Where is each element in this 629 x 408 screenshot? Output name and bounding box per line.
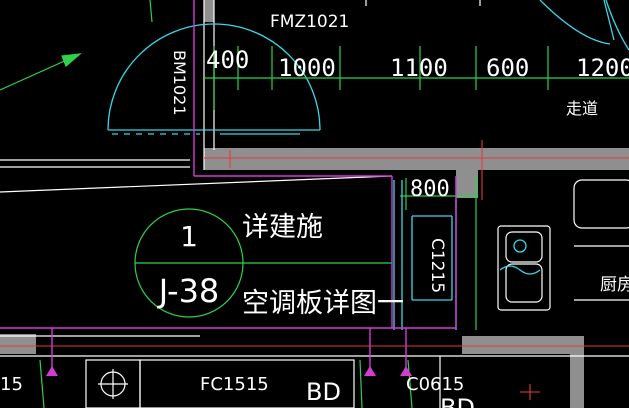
dimension-text: 400 1000 1100 600 1200 800	[206, 46, 629, 202]
corridor-wall-horizontal	[204, 148, 629, 170]
door-swing-arc	[107, 23, 321, 131]
label-door-top: FMZ1021	[270, 12, 349, 32]
label-room-bd-1: BD	[306, 378, 341, 406]
annotation-text: FMZ1021 BM1021 走道 详建施 空调板详图一 C1215 厨房 FC…	[0, 12, 629, 408]
crosshair-symbol	[98, 369, 128, 399]
label-kitchen: 厨房	[600, 275, 629, 295]
label-room-bd-2: BD	[440, 394, 475, 408]
lower-right-wall-vertical	[570, 336, 584, 408]
dim-top-1: 1000	[278, 54, 336, 82]
dim-top-4: 1200	[576, 54, 629, 82]
dim-mid: 800	[410, 177, 450, 202]
label-window-bottom-right: C0615	[406, 374, 464, 395]
label-window-bottom-left: FC1515	[200, 374, 269, 395]
label-callout-bottom: 空调板详图一	[242, 288, 404, 319]
dim-top-0: 400	[206, 46, 249, 74]
dim-top-3: 600	[486, 54, 529, 82]
callout-number: 1	[180, 220, 198, 253]
label-window-right: C1215	[427, 238, 447, 293]
label-edge-number: 15	[0, 374, 23, 395]
callout-sheet: J-38	[157, 272, 220, 310]
label-corridor: 走道	[566, 99, 598, 118]
magenta-linework	[0, 0, 457, 376]
cyan-door-windows	[107, 0, 629, 330]
lower-right-wall	[462, 336, 580, 354]
dim-top-2: 1100	[390, 54, 448, 82]
wall-stub-vertical	[456, 170, 478, 198]
label-callout-top: 详建施	[242, 212, 323, 243]
label-door-left: BM1021	[170, 50, 189, 116]
lower-left-wall	[0, 334, 36, 354]
red-axis-lines	[0, 140, 629, 400]
wall-stub-top-left	[204, 0, 214, 22]
